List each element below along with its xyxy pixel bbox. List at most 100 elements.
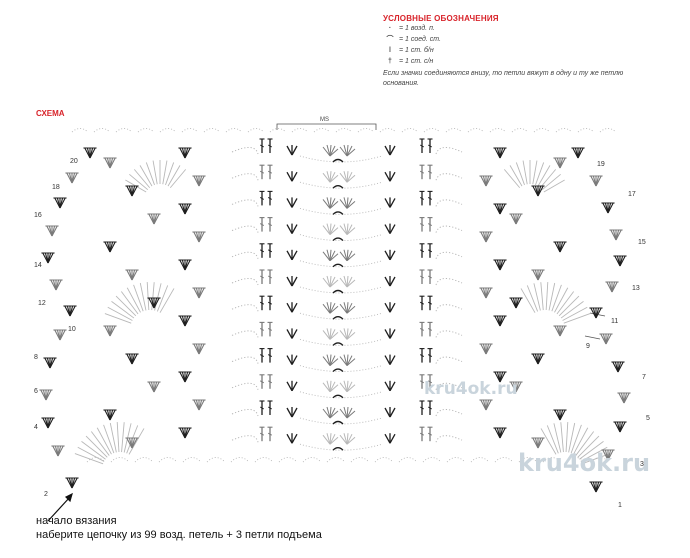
shell-stitch-mark xyxy=(71,477,78,489)
fan-stitch-mark xyxy=(503,169,521,189)
fan-stitch-mark xyxy=(554,287,569,313)
legend-note: Если значки соединяются внизу, то петли … xyxy=(383,70,624,87)
row-number: 13 xyxy=(632,285,640,292)
fan-mark xyxy=(322,327,339,340)
double-crochet-mark xyxy=(258,347,266,364)
fan-stitch-mark xyxy=(126,287,141,313)
chain-arc xyxy=(254,457,274,463)
chain-arc xyxy=(269,128,287,133)
slip-stitch-mark xyxy=(332,342,344,346)
shell-stitch-mark xyxy=(607,449,614,461)
chain-arc xyxy=(206,457,226,463)
chain-arc xyxy=(422,457,442,463)
fan-stitch-mark xyxy=(541,173,561,191)
double-crochet-symbol-icon: † xyxy=(388,58,392,65)
double-crochet-mark xyxy=(418,164,426,180)
chain-arc xyxy=(231,199,259,207)
fan-stitch-mark xyxy=(81,440,106,460)
shell-stitch-mark xyxy=(611,281,618,293)
shell-stitch-mark xyxy=(198,343,205,355)
fan-stitch-mark xyxy=(156,285,169,312)
fan-stitch-mark xyxy=(543,179,565,193)
chain-arc xyxy=(247,128,265,133)
chain-arc xyxy=(302,457,322,463)
shell-stitch-mark xyxy=(153,381,160,393)
row-number: 20 xyxy=(70,158,78,165)
shell-stitch-mark xyxy=(109,157,116,169)
shell-stitch-mark xyxy=(198,175,205,187)
double-crochet-mark xyxy=(418,295,426,311)
double-crochet-mark xyxy=(258,295,266,311)
fan-mark xyxy=(322,223,339,236)
watermark: kru4ok.ru xyxy=(518,449,651,477)
fan-mark xyxy=(339,432,356,445)
fan-stitch-mark xyxy=(556,291,575,315)
shell-stitch-mark xyxy=(51,225,58,237)
row-number: 4 xyxy=(34,424,38,431)
double-crochet-mark xyxy=(266,347,274,364)
chain-arc xyxy=(489,128,507,133)
shell-stitch-mark xyxy=(89,147,96,159)
chain-arc xyxy=(494,457,514,463)
watermark: kru4ok.ru xyxy=(424,379,518,399)
fan-mark xyxy=(322,432,339,445)
v-stitch-mark xyxy=(286,144,298,156)
v-stitch-mark xyxy=(384,249,396,261)
double-crochet-mark xyxy=(426,164,434,180)
v-stitch-mark xyxy=(286,275,298,287)
fan-stitch-mark xyxy=(532,160,538,185)
v-stitch-mark xyxy=(384,406,396,418)
repeat-label: MS xyxy=(320,117,329,123)
double-crochet-mark xyxy=(258,426,266,442)
slip-stitch-mark xyxy=(332,289,344,294)
shell-stitch-mark xyxy=(499,203,506,215)
fan-mark xyxy=(339,144,356,157)
chain-arc xyxy=(86,457,106,463)
double-crochet-mark xyxy=(418,400,426,416)
chain-arc xyxy=(401,128,419,133)
chain-arc xyxy=(435,356,463,364)
double-crochet-mark xyxy=(266,295,274,311)
fan-stitch-mark xyxy=(560,300,584,319)
row-number: 10 xyxy=(68,326,76,333)
double-crochet-mark xyxy=(426,243,434,259)
slip-stitch-mark xyxy=(332,394,344,399)
shell-stitch-mark xyxy=(109,325,116,337)
shell-stitch-mark xyxy=(595,175,602,187)
chain-arc xyxy=(134,457,154,463)
chain-arc xyxy=(435,304,463,312)
double-crochet-mark xyxy=(266,138,274,154)
row-number: 5 xyxy=(646,415,650,422)
shell-stitch-mark xyxy=(605,333,612,345)
fan-stitch-mark xyxy=(522,160,528,185)
chain-arc xyxy=(231,356,259,364)
row-number: 7 xyxy=(642,374,646,381)
shell-stitch-mark xyxy=(45,389,52,401)
chain-arc xyxy=(231,304,259,312)
fan-stitch-mark xyxy=(562,306,588,321)
fan-stitch-mark xyxy=(167,165,181,187)
shell-stitch-mark xyxy=(499,427,506,439)
v-stitch-mark xyxy=(286,353,298,366)
chain-arc xyxy=(115,128,133,133)
v-stitch-mark xyxy=(384,222,396,235)
fan-stitch-mark xyxy=(537,165,551,187)
row-number: 12 xyxy=(38,300,46,307)
shell-stitch-mark xyxy=(515,381,522,393)
fan-stitch-mark xyxy=(573,427,589,455)
double-crochet-mark xyxy=(258,243,266,259)
chart-body xyxy=(39,128,631,493)
shell-stitch-mark xyxy=(69,305,76,317)
shell-stitch-mark xyxy=(559,325,566,337)
row-number: 9 xyxy=(586,343,590,350)
fan-stitch-mark xyxy=(546,425,559,454)
v-stitch-mark xyxy=(384,170,396,182)
fan-stitch-mark xyxy=(169,169,187,189)
shell-stitch-mark xyxy=(515,213,522,225)
legend-item-label: = 1 соед. ст. xyxy=(398,36,441,43)
double-crochet-mark xyxy=(266,216,274,233)
legend-item-chain: · = 1 возд. п. xyxy=(383,23,673,34)
shell-stitch-mark xyxy=(559,409,566,421)
shell-stitch-mark xyxy=(47,417,54,429)
chain-arc xyxy=(555,128,573,133)
